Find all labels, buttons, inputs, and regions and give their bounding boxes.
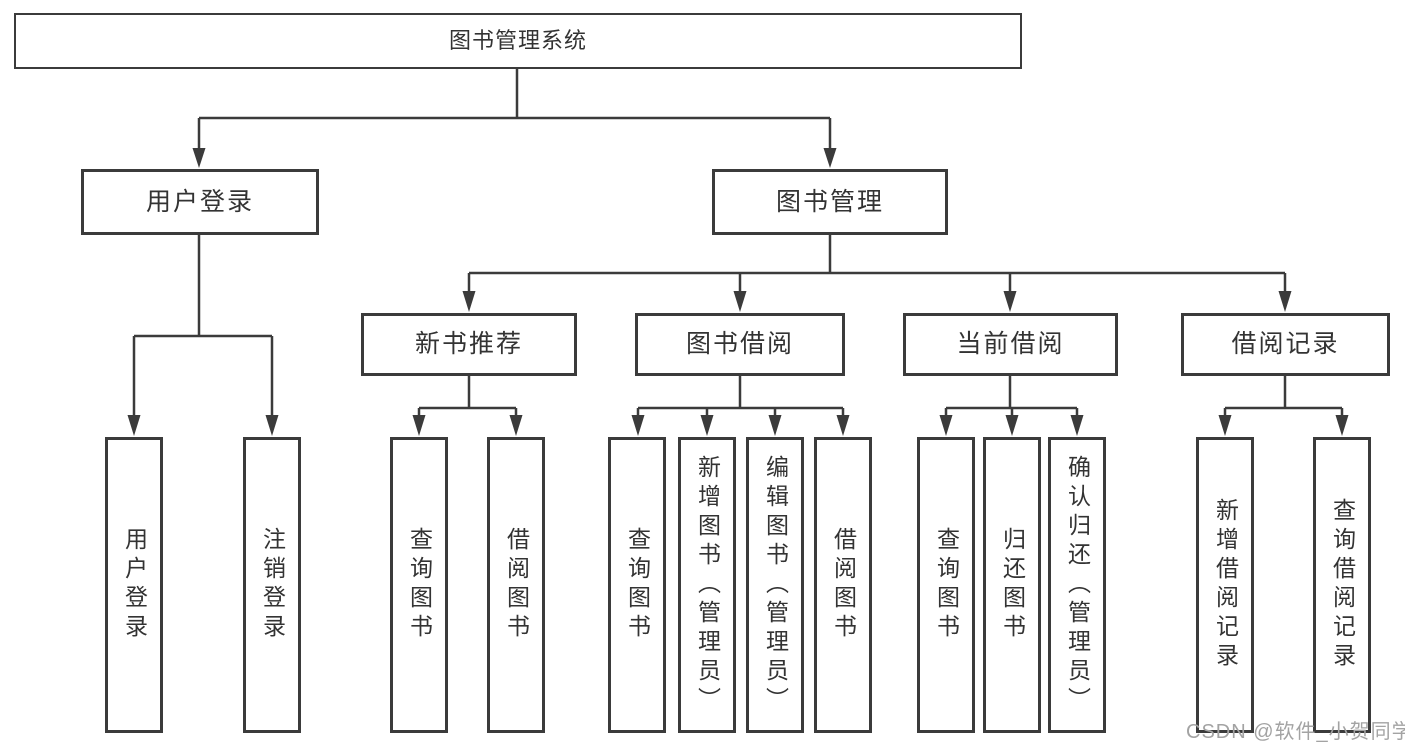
- node-book-borrowing: 图书借阅: [635, 313, 845, 376]
- connector-book-borrowing: [636, 376, 845, 418]
- node-confirm-return-admin: 确认归还（管理员）: [1048, 437, 1106, 733]
- connector-borrowing-records: [1223, 376, 1344, 418]
- node-user-login: 用户登录: [81, 169, 319, 235]
- node-edit-books-admin: 编辑图书（管理员）: [746, 437, 804, 733]
- node-query-books-borrowing: 查询图书: [608, 437, 666, 733]
- node-borrowing-records: 借阅记录: [1181, 313, 1390, 376]
- arrowheads: [127, 148, 1349, 436]
- connector-root: [197, 69, 832, 152]
- node-add-borrow-record: 新增借阅记录: [1196, 437, 1254, 733]
- node-borrow-books-borrowing: 借阅图书: [814, 437, 872, 733]
- node-query-books-recommend: 查询图书: [390, 437, 448, 733]
- watermark-text: CSDN @软件_小贺同学: [1186, 721, 1405, 743]
- connector-user-login: [132, 235, 274, 418]
- connector-new-book-recommendation: [417, 376, 518, 418]
- node-borrow-books-recommend: 借阅图书: [487, 437, 545, 733]
- node-logout: 注销登录: [243, 437, 301, 733]
- node-library-system: 图书管理系统: [14, 13, 1022, 69]
- node-add-books-admin: 新增图书（管理员）: [678, 437, 736, 733]
- node-query-borrow-record: 查询借阅记录: [1313, 437, 1371, 733]
- node-query-books-current: 查询图书: [917, 437, 975, 733]
- node-new-book-recommendation: 新书推荐: [361, 313, 577, 376]
- node-return-books: 归还图书: [983, 437, 1041, 733]
- node-book-management: 图书管理: [712, 169, 948, 235]
- node-user-login-action: 用户登录: [105, 437, 163, 733]
- connector-book-management: [467, 235, 1287, 293]
- connector-current-borrowing: [944, 376, 1079, 418]
- node-current-borrowing: 当前借阅: [903, 313, 1118, 376]
